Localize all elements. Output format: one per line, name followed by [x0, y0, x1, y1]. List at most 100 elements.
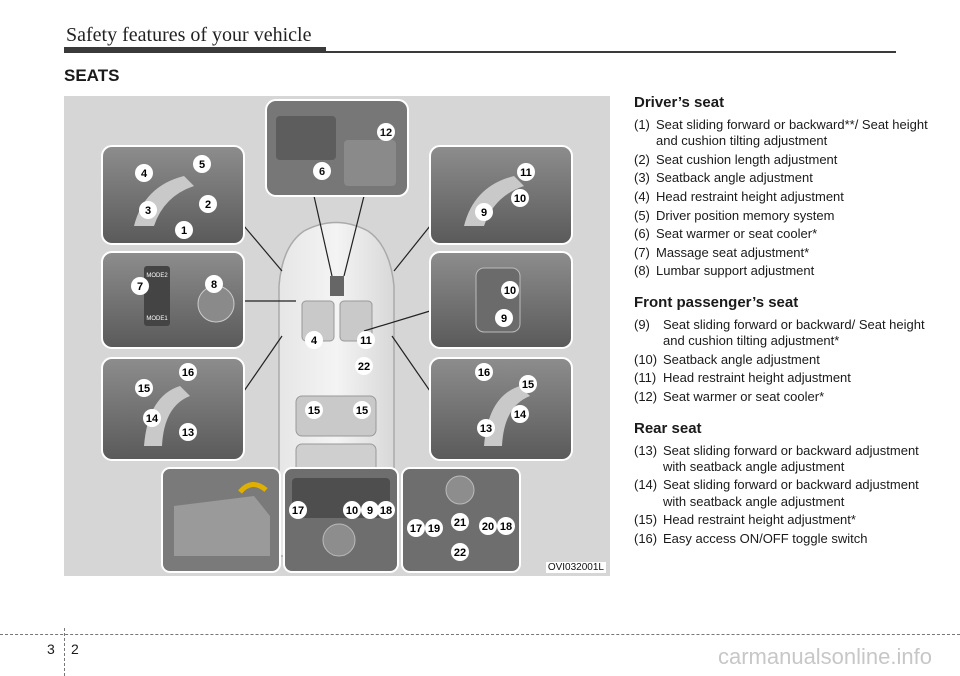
- list-item: (15) Head restraint height adjustment*: [634, 512, 934, 528]
- badge-car-22: 22: [358, 361, 370, 373]
- badge-13: 13: [182, 427, 194, 439]
- inset-console: 6 12: [265, 99, 409, 197]
- page-chapter: 3: [47, 641, 55, 657]
- list-item: (16) Easy access ON/OFF toggle switch: [634, 531, 934, 547]
- item-text: Seat sliding forward or backward adjustm…: [663, 477, 919, 509]
- item-text: Head restraint height adjustment: [656, 188, 844, 204]
- item-number: (10): [634, 351, 658, 367]
- badge-4: 4: [141, 168, 148, 180]
- item-number: (11): [634, 370, 657, 386]
- badge-car-11: 11: [360, 335, 372, 347]
- list-item: (8) Lumbar support adjustment: [634, 263, 934, 279]
- badge-18: 18: [380, 505, 392, 517]
- footer-rule: [0, 634, 960, 635]
- badge-10: 10: [514, 193, 526, 205]
- item-number: (13): [634, 442, 658, 458]
- item-text: Head restraint height adjustment*: [663, 512, 856, 528]
- item-number: (12): [634, 388, 658, 404]
- footer-divider: [64, 628, 65, 676]
- inset-driver-memory: MODE2 MODE1 7 8: [101, 251, 245, 349]
- badge-car-15b: 15: [356, 405, 368, 417]
- badge-2: 2: [205, 199, 211, 211]
- seat-controls-figure: 6 12 4 5 3 2 1 MODE2 MODE1 7 8: [64, 96, 610, 576]
- inset-driver-rear-side: 16 15 14 13: [101, 357, 245, 461]
- seat-illustration: 6 12 4 5 3 2 1 MODE2 MODE1 7 8: [64, 96, 610, 576]
- label-mode2: MODE2: [146, 273, 168, 279]
- badge-12: 12: [380, 127, 392, 139]
- list-item: (3) Seatback angle adjustment: [634, 170, 934, 186]
- badge-17: 17: [292, 505, 304, 517]
- badge-1: 1: [181, 225, 187, 237]
- item-text: Seat sliding forward or backward adjustm…: [663, 442, 919, 474]
- item-text: Seatback angle adjustment: [656, 170, 813, 186]
- item-text: Driver position memory system: [656, 207, 835, 223]
- badge-7: 7: [137, 281, 143, 293]
- item-text: Seat warmer or seat cooler*: [663, 388, 825, 404]
- badge-3: 3: [145, 205, 151, 217]
- passenger-heading: Front passenger’s seat: [634, 293, 799, 311]
- item-text: Seat sliding forward or backward/ Seat h…: [663, 316, 925, 349]
- inset-passenger-seat-side: 11 10 9: [429, 145, 573, 245]
- item-text: Seat sliding forward or backward**/ Seat…: [656, 117, 928, 149]
- badge-19: 19: [428, 523, 440, 535]
- badge-14: 14: [146, 413, 159, 425]
- figure-code: OVI032001L: [545, 562, 606, 573]
- badge-18b: 18: [500, 521, 512, 533]
- badge-10c: 10: [346, 505, 358, 517]
- list-item: (9) Seat sliding forward or backward/ Sea…: [634, 317, 934, 349]
- item-number: (9): [634, 316, 650, 332]
- badge-20: 20: [482, 521, 494, 533]
- badge-14b: 14: [514, 409, 527, 421]
- list-item: (7) Massage seat adjustment*: [634, 245, 934, 261]
- item-number: (3): [634, 170, 650, 186]
- badge-10b: 10: [504, 285, 516, 297]
- item-text: Seatback angle adjustment: [663, 351, 820, 367]
- list-item: (2)Seat cushion length adjustment: [634, 152, 934, 168]
- inset-driver-seat-side: 4 5 3 2 1: [101, 145, 245, 245]
- badge-9: 9: [481, 207, 487, 219]
- list-item: (4) Head restraint height adjustment: [634, 189, 934, 205]
- label-mode1: MODE1: [146, 316, 168, 322]
- driver-list: (1) Seat sliding forward or backward**/ S…: [634, 117, 934, 280]
- list-item: (6)Seat warmer or seat cooler*: [634, 226, 934, 242]
- section-title: SEATS: [64, 66, 120, 85]
- badge-6: 6: [319, 166, 325, 178]
- badge-13b: 13: [480, 423, 492, 435]
- item-text: Lumbar support adjustment: [656, 263, 815, 279]
- header-rule-thin: [326, 51, 896, 53]
- badge-15b: 15: [522, 379, 534, 391]
- item-text: Seat cushion length adjustment: [656, 151, 838, 167]
- passenger-list: (9) Seat sliding forward or backward/ Sea…: [634, 317, 934, 405]
- item-number: (15): [634, 512, 658, 528]
- badge-car-15a: 15: [308, 405, 320, 417]
- inset-passenger-door: 10 9: [429, 251, 573, 349]
- badge-9c: 9: [367, 505, 373, 517]
- badge-15: 15: [138, 383, 150, 395]
- item-text: Massage seat adjustment*: [656, 244, 810, 260]
- badge-11: 11: [520, 167, 532, 179]
- header-title: Safety features of your vehicle: [66, 24, 312, 46]
- list-item: (11)Head restraint height adjustment: [634, 370, 934, 386]
- list-item: (13) Seat sliding forward or backward adj…: [634, 443, 934, 475]
- driver-heading: Driver’s seat: [634, 94, 725, 111]
- header-rule-thick: [64, 47, 326, 53]
- badge-16: 16: [182, 367, 194, 379]
- inset-rear-armrest: [161, 467, 281, 573]
- item-number: (4): [634, 188, 650, 204]
- text-column: Driver’s seat (1) Seat sliding forward or…: [634, 94, 934, 549]
- page-number: 2: [71, 641, 79, 657]
- inset-passenger-rear-side: 16 15 14 13: [429, 357, 573, 461]
- item-text: Easy access ON/OFF toggle switch: [663, 530, 868, 546]
- item-number: (1): [634, 117, 650, 132]
- rear-heading: Rear seat: [634, 419, 702, 437]
- item-number: (16): [634, 530, 658, 546]
- item-number: (6): [634, 226, 650, 242]
- badge-8: 8: [211, 279, 217, 291]
- list-item: (5)Driver position memory system: [634, 208, 934, 224]
- badge-16b: 16: [478, 367, 490, 379]
- item-number: (8): [634, 263, 650, 279]
- list-item: (10) Seatback angle adjustment: [634, 352, 934, 368]
- badge-5: 5: [199, 159, 205, 171]
- item-number: (7): [634, 244, 650, 260]
- inset-rear-control-right: 17 19 21 20 18 22: [401, 467, 521, 573]
